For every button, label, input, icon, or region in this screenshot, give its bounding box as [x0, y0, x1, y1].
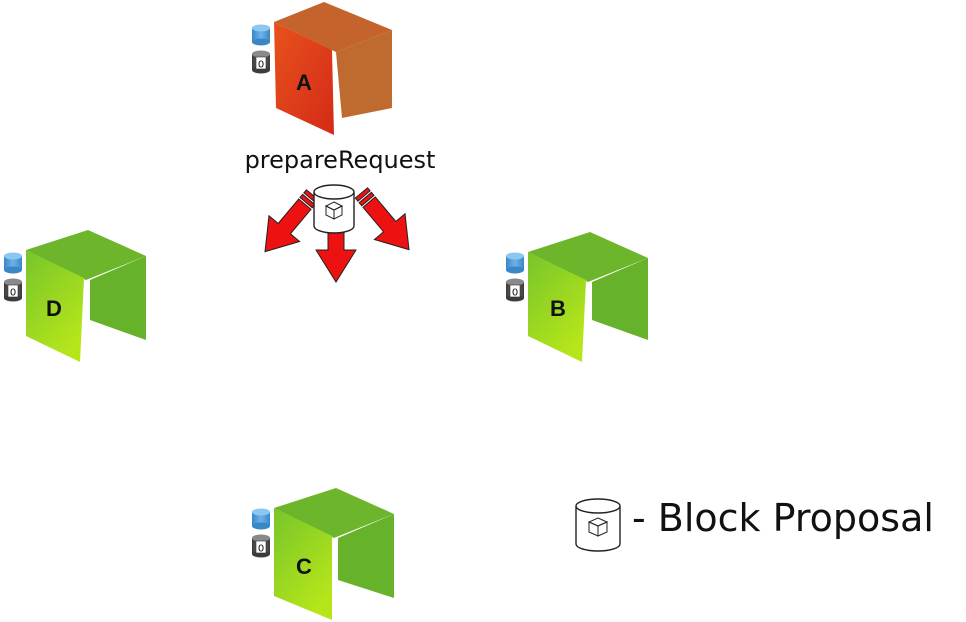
node-front-face: [26, 250, 84, 362]
node-a-storage-icons: 0: [252, 24, 270, 74]
node-label: C: [296, 554, 312, 579]
node-label: D: [46, 296, 62, 321]
counter-value: 0: [512, 288, 518, 299]
broadcast-arrows: [264, 187, 410, 283]
node-label: A: [296, 70, 312, 95]
legend-label: - Block Proposal: [632, 496, 934, 540]
database-icon: [4, 252, 22, 274]
node-front-face: [528, 252, 586, 362]
block-proposal-icon: [313, 184, 355, 234]
node-side-face: [336, 30, 392, 118]
node-label: B: [550, 296, 566, 321]
node-d-storage-icons: 0: [4, 252, 22, 302]
counter-value: 0: [10, 288, 16, 299]
counter-icon: 0: [506, 278, 524, 302]
counter-icon: 0: [4, 278, 22, 302]
node-c: C: [274, 488, 394, 620]
database-icon: [252, 24, 270, 46]
message-label: prepareRequest: [244, 146, 436, 174]
node-top-face: [26, 230, 146, 280]
counter-value: 0: [258, 60, 264, 71]
arrow-to-b: [354, 187, 410, 251]
node-c-storage-icons: 0: [252, 508, 270, 558]
node-top-face: [274, 488, 394, 538]
node-top-face: [274, 2, 392, 52]
node-side-face: [592, 258, 648, 340]
node-b: B: [528, 232, 648, 362]
node-a: A: [274, 2, 392, 135]
node-b-storage-icons: 0: [506, 252, 524, 302]
cube-icon: [324, 201, 344, 220]
cube-icon: [587, 517, 609, 537]
node-front-face: [274, 508, 332, 620]
node-top-face: [528, 232, 648, 282]
node-d: D: [26, 230, 146, 362]
counter-icon: 0: [252, 534, 270, 558]
node-side-face: [90, 256, 146, 340]
legend-block-proposal-icon: [575, 498, 621, 552]
database-icon: [506, 252, 524, 274]
arrow-to-d: [264, 189, 320, 253]
node-side-face: [338, 514, 394, 598]
counter-value: 0: [258, 544, 264, 555]
node-front-face: [274, 22, 334, 135]
database-icon: [252, 508, 270, 530]
counter-icon: 0: [252, 50, 270, 74]
